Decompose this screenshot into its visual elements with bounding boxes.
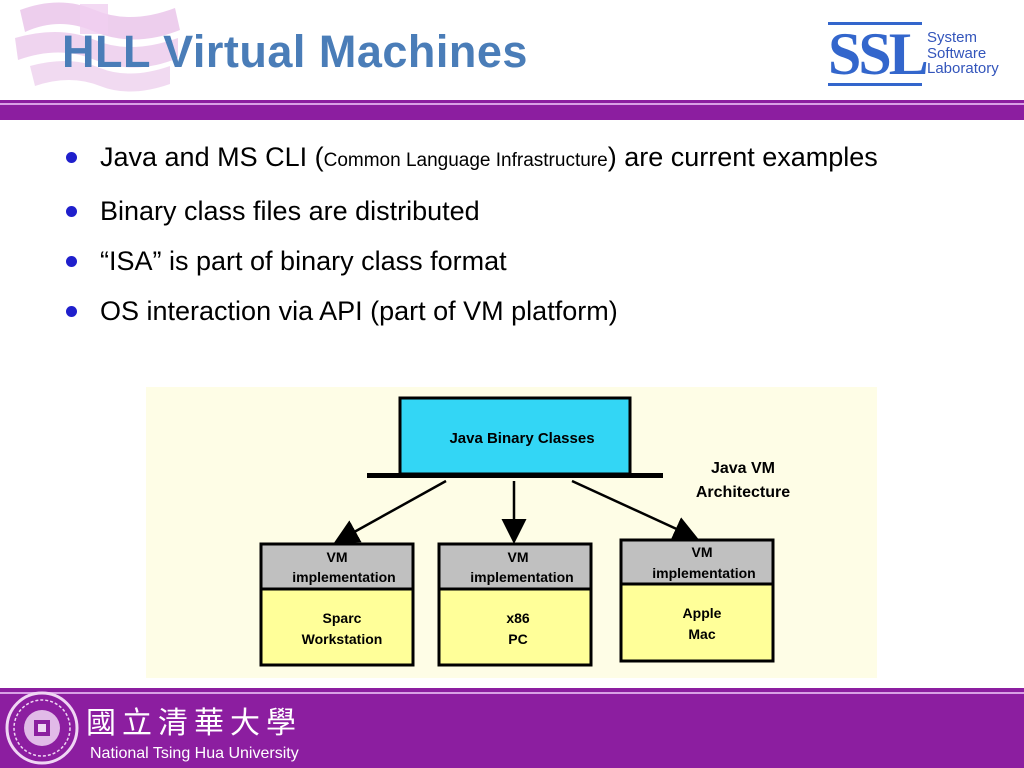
- jvm-architecture-diagram: Java Binary Classes Java VM Architecture…: [146, 387, 877, 678]
- vm-label-line1: VM: [327, 549, 348, 565]
- arrow-to-sparc: [333, 479, 447, 544]
- ssl-logo-mark: SSL: [828, 21, 929, 87]
- header-divider-band: [0, 100, 1024, 120]
- platform-label-line1: Apple: [683, 605, 722, 621]
- slide-title: HLL Virtual Machines: [62, 26, 528, 77]
- vm-label-line2: implementation: [470, 569, 573, 585]
- ssl-line-laboratory: Laboratory: [927, 60, 999, 77]
- bullet-text: “ISA” is part of binary class format: [100, 246, 507, 276]
- ssl-lab-logo: SSL System Software Laboratory: [828, 22, 1014, 90]
- vm-label-line2: implementation: [652, 565, 755, 581]
- diagram-svg: Java Binary Classes Java VM Architecture…: [259, 396, 790, 667]
- arrow-to-apple: [571, 479, 699, 541]
- bullet-item: OS interaction via API (part of VM platf…: [64, 292, 964, 330]
- bullet-item: Binary class files are distributed: [64, 192, 964, 230]
- bullet-list: Java and MS CLI (Common Language Infrast…: [64, 138, 964, 342]
- bullet-dot-icon: [66, 152, 77, 163]
- platform-box-x86: [437, 587, 593, 667]
- bullet-text: Binary class files are distributed: [100, 196, 480, 226]
- ssl-line-system: System: [927, 29, 978, 46]
- bullet-text-pre: Java and MS CLI (: [100, 142, 324, 172]
- platform-box-sparc: [259, 587, 415, 667]
- vm-label-line2: implementation: [292, 569, 395, 585]
- bullet-dot-icon: [66, 306, 77, 317]
- university-seal-icon: [5, 691, 79, 765]
- ssl-logo-subtitle: System Software Laboratory: [927, 30, 1017, 77]
- java-binary-classes-label: Java Binary Classes: [449, 430, 594, 447]
- platform-label-line2: Mac: [688, 626, 715, 642]
- bullet-item: “ISA” is part of binary class format: [64, 242, 964, 280]
- platform-label-line2: Workstation: [302, 631, 383, 647]
- bullet-text-post: ) are current examples: [607, 142, 878, 172]
- vm-header-sparc: [259, 542, 415, 591]
- bullet-text-small: Common Language Infrastructure: [323, 150, 608, 171]
- university-chinese-name: 國立清華大學: [86, 706, 302, 741]
- footer-band: [0, 688, 1024, 768]
- java-binary-classes-box: [398, 396, 632, 476]
- vm-label-line1: VM: [508, 549, 529, 565]
- ssl-mark-text: SSL: [828, 21, 929, 87]
- bullet-dot-icon: [66, 256, 77, 267]
- university-english-name: National Tsing Hua University: [90, 745, 299, 762]
- ssl-line-software: Software: [927, 44, 987, 62]
- university-corner-logo: [15, 2, 180, 92]
- bullet-dot-icon: [66, 206, 77, 217]
- bullet-item: Java and MS CLI (Common Language Infrast…: [64, 138, 964, 180]
- bullet-text: OS interaction via API (part of VM platf…: [100, 296, 618, 326]
- platform-box-apple: [619, 582, 775, 663]
- ssl-logo-rules: [828, 22, 922, 86]
- platform-label-line2: PC: [508, 631, 527, 647]
- platform-label-line1: x86: [506, 610, 530, 626]
- diagram-caption-line2: Architecture: [696, 484, 790, 501]
- diagram-caption-line1: Java VM: [711, 460, 775, 477]
- vm-label-line1: VM: [692, 544, 713, 560]
- platform-label-line1: Sparc: [323, 610, 362, 626]
- platform-bar: [367, 473, 663, 478]
- vm-header-x86: [437, 542, 593, 591]
